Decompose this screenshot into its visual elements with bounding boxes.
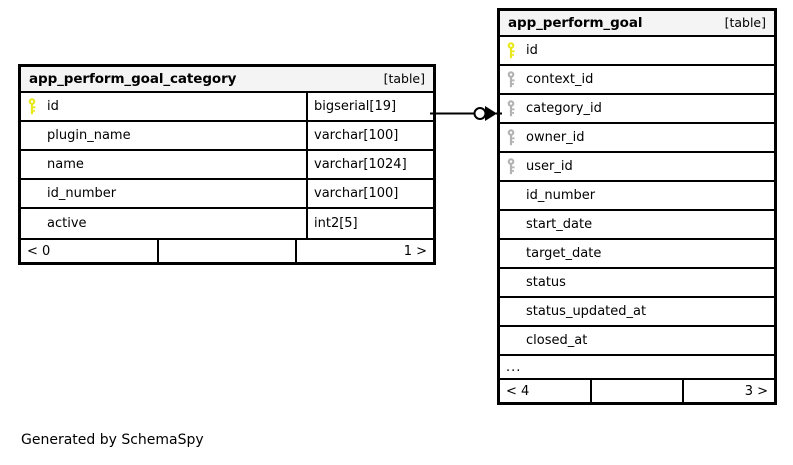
column-name-label: category_id [526,101,602,116]
generated-by-caption: Generated by SchemaSpy [21,432,204,448]
table-row[interactable]: id [500,37,774,66]
column-name-label: start_date [526,217,593,232]
table-row[interactable]: id_number [500,182,774,211]
table-row[interactable]: context_id [500,66,774,95]
table-title: app_perform_goal [508,14,643,31]
footer-prev-link[interactable]: < 4 [506,383,530,399]
column-name-cell: name [21,151,306,178]
column-name-label: id [47,99,59,114]
column-type-cell: varchar[100] [306,122,433,149]
column-name-cell: id_number [500,182,774,209]
column-name-cell: context_id [500,66,774,93]
table-header: app_perform_goal [table] [500,11,774,37]
column-name-cell: id [21,93,306,120]
table-header: app_perform_goal_category [table] [21,67,433,93]
more-columns-indicator: ... [506,359,522,375]
column-name-label: plugin_name [47,128,131,143]
column-name-label: name [47,157,84,172]
column-name-label: closed_at [526,333,588,348]
column-name-cell: status_updated_at [500,298,774,325]
footer-middle-cell[interactable] [157,240,295,262]
table-row[interactable]: name varchar[1024] [21,151,433,180]
table-kind-label: [table] [383,71,425,86]
footer-next-link[interactable]: 1 > [295,240,433,262]
column-name-cell: plugin_name [21,122,306,149]
primary-key-icon [507,42,526,59]
foreign-key-icon [507,100,526,117]
table-row[interactable]: active int2[5] [21,209,433,238]
column-name-label: user_id [526,159,573,174]
footer-next-link[interactable]: 3 > [682,380,774,402]
table-columns: id bigserial[19] plugin_name varchar[100] na… [21,93,433,238]
column-type-label: varchar[1024] [314,157,407,172]
table-kind-label: [table] [724,15,766,30]
column-name-label: owner_id [526,130,585,145]
foreign-key-icon [507,158,526,175]
column-type-label: varchar[100] [314,186,399,201]
foreign-key-icon [507,71,526,88]
column-name-label: active [47,216,87,231]
footer-middle-cell[interactable] [590,380,682,402]
column-name-cell: status [500,269,774,296]
column-type-cell: varchar[100] [306,180,433,207]
column-name-cell: owner_id [500,124,774,151]
table-row[interactable]: id bigserial[19] [21,93,433,122]
column-name-label: id [526,43,538,58]
column-type-cell: int2[5] [306,209,433,238]
table-row[interactable]: category_id [500,95,774,124]
relationship-connector [430,100,502,128]
column-type-cell: bigserial[19] [306,93,433,120]
table-row[interactable]: status [500,269,774,298]
column-type-label: bigserial[19] [314,99,397,114]
column-name-cell: id_number [21,180,306,207]
column-name-cell: user_id [500,153,774,180]
table-row[interactable]: id_number varchar[100] [21,180,433,209]
column-name-cell: category_id [500,95,774,122]
table-row[interactable]: target_date [500,240,774,269]
foreign-key-icon [507,129,526,146]
crow-foot-connector-icon [430,106,502,121]
table-row[interactable]: user_id [500,153,774,182]
table-footer-nav[interactable]: < 0 1 > [21,238,433,262]
primary-key-icon [28,98,47,115]
table-row[interactable]: plugin_name varchar[100] [21,122,433,151]
column-name-label: status [526,275,566,290]
table-title: app_perform_goal_category [29,70,237,87]
table-footer-nav[interactable]: < 4 3 > [500,378,774,402]
column-name-cell: id [500,37,774,64]
table-row[interactable]: closed_at [500,327,774,356]
column-name-cell: active [21,209,306,238]
column-name-cell: start_date [500,211,774,238]
column-name-label: id_number [526,188,596,203]
column-type-cell: varchar[1024] [306,151,433,178]
column-type-label: int2[5] [314,216,358,231]
table-row[interactable]: status_updated_at [500,298,774,327]
table-entity-app-perform-goal-category[interactable]: app_perform_goal_category [table] id bigs… [18,64,436,265]
table-row[interactable]: start_date [500,211,774,240]
column-name-label: status_updated_at [526,304,647,319]
column-name-cell: closed_at [500,327,774,354]
column-name-cell: target_date [500,240,774,267]
column-type-label: varchar[100] [314,128,399,143]
column-name-label: target_date [526,246,602,261]
column-name-label: context_id [526,72,594,87]
footer-prev-link[interactable]: < 0 [27,243,51,259]
table-row[interactable]: owner_id [500,124,774,153]
column-name-label: id_number [47,186,117,201]
